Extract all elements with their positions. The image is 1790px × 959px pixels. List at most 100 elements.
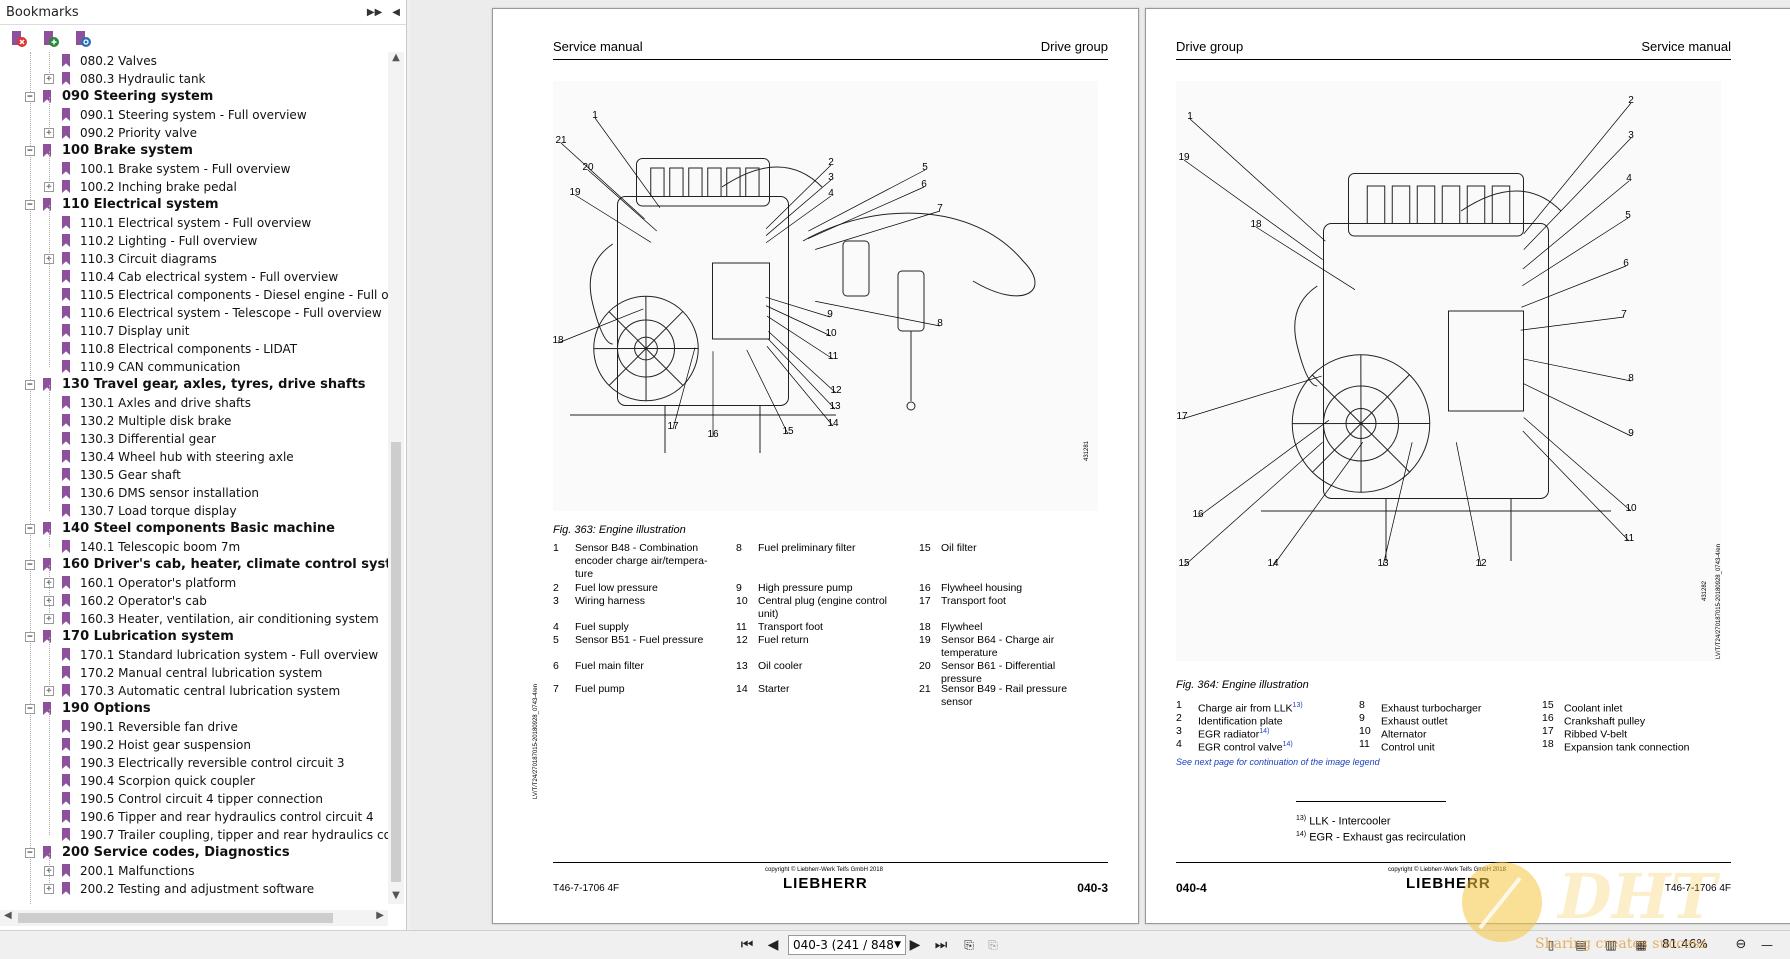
bookmark-item[interactable]: 190.2 Hoist gear suspension [0,736,388,754]
delete-bookmark-icon[interactable] [10,30,28,48]
bookmark-item[interactable]: +080.3 Hydraulic tank [0,70,388,88]
find-bookmark-icon[interactable] [74,30,92,48]
h-scroll-thumb[interactable] [18,913,333,923]
page-number: 040-4 [1176,881,1207,895]
bookmark-item[interactable]: 170.2 Manual central lubrication system [0,664,388,682]
callout-leader [1383,442,1412,566]
collapse-icon[interactable]: − [25,704,35,714]
bookmark-item[interactable]: +170.3 Automatic central lubrication sys… [0,682,388,700]
scroll-down-icon[interactable]: ▼ [388,890,404,904]
bookmark-section[interactable]: −140 Steel components Basic machine [0,520,388,538]
bookmark-item[interactable]: 110.5 Electrical components - Diesel eng… [0,286,388,304]
callout-label: 11 [1624,533,1635,544]
bookmark-item[interactable]: +160.2 Operator's cab [0,592,388,610]
bookmark-item[interactable]: 170.1 Standard lubrication system - Full… [0,646,388,664]
page-dropdown-icon[interactable]: ▼ [894,936,901,954]
bookmark-item[interactable]: 190.6 Tipper and rear hydraulics control… [0,808,388,826]
last-page-icon[interactable]: ⏭ [930,935,952,955]
horizontal-scrollbar[interactable]: ◀ ▶ [0,910,388,926]
flywheel-spoke [1361,424,1410,473]
bookmark-item[interactable]: 130.6 DMS sensor installation [0,484,388,502]
engine-block [618,197,789,406]
bookmark-item[interactable]: +090.2 Priority valve [0,124,388,142]
bookmark-item[interactable]: 110.2 Lighting - Full overview [0,232,388,250]
collapse-icon[interactable]: − [25,632,35,642]
first-page-icon[interactable]: ⏮ [736,935,758,955]
flywheel-spoke [1312,375,1361,424]
bookmark-section[interactable]: −160 Driver's cab, heater, climate contr… [0,556,388,574]
bookmark-label: 190.1 Reversible fan drive [80,718,238,736]
scroll-right-icon[interactable]: ▶ [376,910,384,921]
header-right: Drive group [1041,39,1108,54]
bookmark-item[interactable]: 190.7 Trailer coupling, tipper and rear … [0,826,388,844]
collapse-icon[interactable]: − [25,848,35,858]
bookmark-item[interactable]: 110.6 Electrical system - Telescope - Fu… [0,304,388,322]
bookmark-item[interactable]: 130.1 Axles and drive shafts [0,394,388,412]
bookmark-item[interactable]: 140.1 Telescopic boom 7m [0,538,388,556]
bookmark-item[interactable]: 130.2 Multiple disk brake [0,412,388,430]
bookmark-icon [62,864,70,877]
bookmark-section[interactable]: −090 Steering system [0,88,388,106]
legend-number: 9 [736,582,742,595]
bookmark-item[interactable]: 190.5 Control circuit 4 tipper connectio… [0,790,388,808]
expand-bookmark-icon[interactable] [42,30,60,48]
flywheel-spoke [646,311,683,348]
bookmark-section[interactable]: −110 Electrical system [0,196,388,214]
panel-options-icon[interactable]: ▶▶ [367,7,382,18]
collapse-icon[interactable]: − [25,560,35,570]
bookmark-item[interactable]: 110.9 CAN communication [0,358,388,376]
bookmark-section[interactable]: −200 Service codes, Diagnostics [0,844,388,862]
bookmark-item[interactable]: 100.1 Brake system - Full overview [0,160,388,178]
bookmark-section[interactable]: −130 Travel gear, axles, tyres, drive sh… [0,376,388,394]
scroll-thumb[interactable] [391,442,401,882]
bookmark-item[interactable]: +160.3 Heater, ventilation, air conditio… [0,610,388,628]
bookmark-item[interactable]: 190.4 Scorpion quick coupler [0,772,388,790]
page-number-field[interactable]: 040-3 (241 / 848▼ [788,935,906,955]
callout-leader [1522,218,1628,286]
bookmark-item[interactable]: +110.3 Circuit diagrams [0,250,388,268]
bookmark-item[interactable]: 190.1 Reversible fan drive [0,718,388,736]
bookmark-item[interactable]: 110.7 Display unit [0,322,388,340]
bookmark-item[interactable]: 130.4 Wheel hub with steering axle [0,448,388,466]
previous-page-icon[interactable]: ◀ [762,935,784,955]
collapse-panel-icon[interactable]: ◀ [392,7,400,18]
bookmark-section[interactable]: −100 Brake system [0,142,388,160]
bookmark-section[interactable]: −170 Lubrication system [0,628,388,646]
bookmark-label: 110.1 Electrical system - Full overview [80,214,311,232]
rotate-view-icon[interactable]: ⎘ [958,935,980,955]
bookmark-item[interactable]: 130.3 Differential gear [0,430,388,448]
bookmark-item[interactable]: 130.5 Gear shaft [0,466,388,484]
bookmark-item[interactable]: 190.3 Electrically reversible control ci… [0,754,388,772]
bookmark-item[interactable]: 080.2 Valves [0,52,388,70]
collapse-icon[interactable]: − [25,524,35,534]
collapse-icon[interactable]: − [25,380,35,390]
bookmark-item[interactable]: +100.2 Inching brake pedal [0,178,388,196]
bookmark-item[interactable]: +160.1 Operator's platform [0,574,388,592]
bookmark-item[interactable]: 130.7 Load torque display [0,502,388,520]
bookmark-item[interactable]: 090.1 Steering system - Full overview [0,106,388,124]
bookmark-item[interactable]: 110.1 Electrical system - Full overview [0,214,388,232]
callout-label: 8 [937,318,943,329]
legend-text: Transport foot [941,595,1081,608]
bookmark-item[interactable]: +200.2 Testing and adjustment software [0,880,388,898]
callout-leader [1182,376,1322,419]
scroll-left-icon[interactable]: ◀ [4,910,12,921]
vertical-scrollbar[interactable]: ▲ ▼ [388,52,404,904]
collapse-icon[interactable]: − [25,200,35,210]
callout-label: 4 [828,188,834,199]
bookmark-item[interactable]: 110.8 Electrical components - LIDAT [0,340,388,358]
collapse-icon[interactable]: − [25,92,35,102]
scroll-up-icon[interactable]: ▲ [388,52,404,66]
collapse-icon[interactable]: − [25,146,35,156]
bookmark-section[interactable]: −190 Options [0,700,388,718]
fit-page-icon[interactable]: ⎘ [982,935,1004,955]
legend-number: 9 [1359,712,1365,725]
next-page-icon[interactable]: ▶ [904,935,926,955]
bookmark-icon [62,684,70,697]
bookmark-item[interactable]: 110.4 Cab electrical system - Full overv… [0,268,388,286]
callout-label: 18 [1250,219,1262,230]
bookmark-item[interactable]: +200.1 Malfunctions [0,862,388,880]
